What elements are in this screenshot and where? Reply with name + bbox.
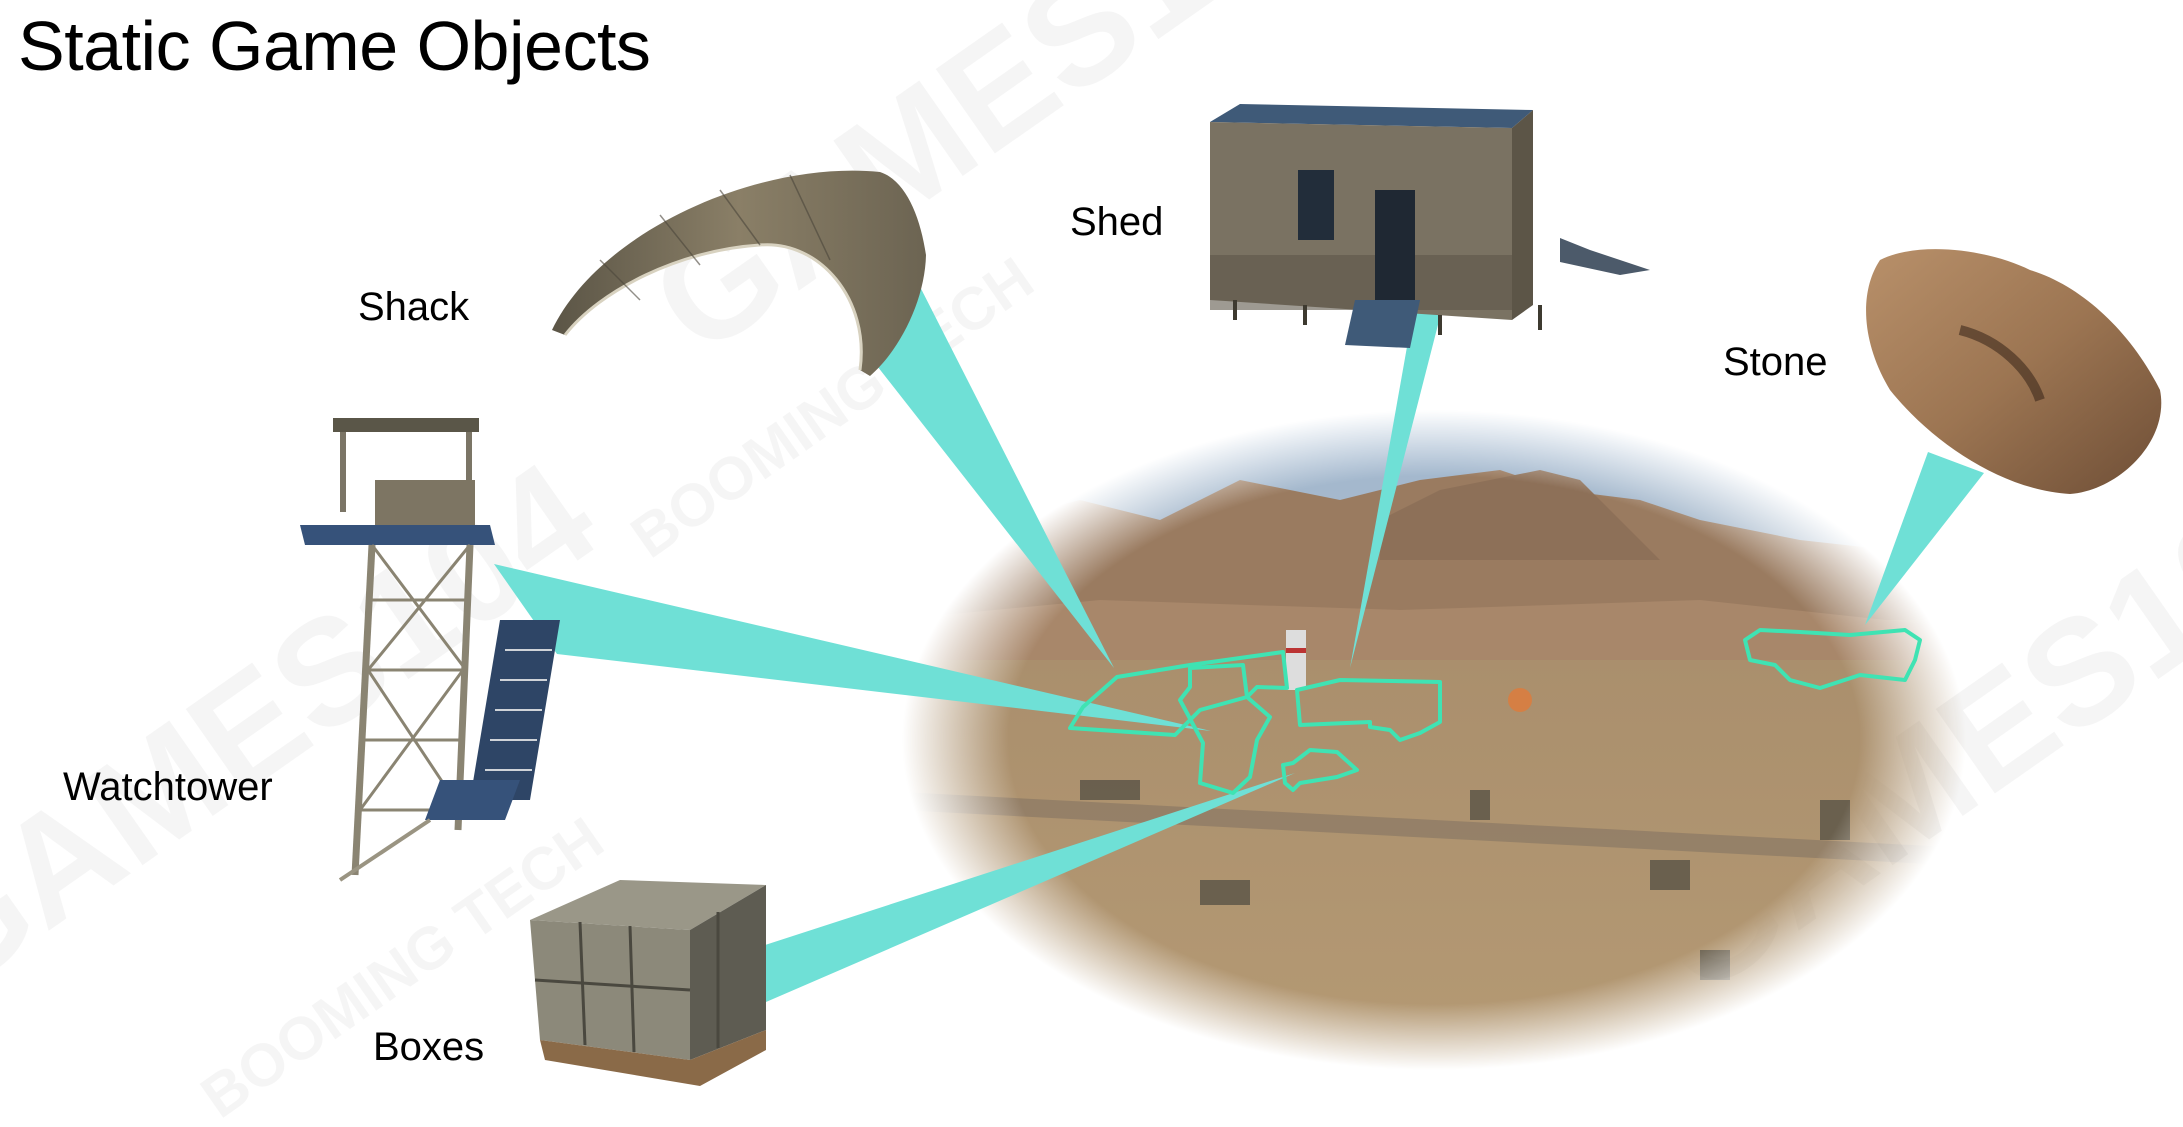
boxes-model: [530, 880, 766, 1086]
label-shack: Shack: [358, 285, 470, 329]
outline-stone: [1743, 628, 1922, 690]
outline-boxes: [1281, 748, 1359, 792]
label-watchtower: Watchtower: [63, 765, 273, 809]
shack-model: [552, 170, 926, 376]
beam-stone: [1865, 452, 1984, 625]
shed-model: [1210, 104, 1650, 348]
watchtower-model: [300, 418, 560, 882]
label-stone: Stone: [1723, 340, 1828, 384]
beam-boxes: [759, 773, 1295, 1002]
slide-title: Static Game Objects: [18, 7, 651, 85]
callout-beams: [494, 271, 1984, 1002]
game-scene-image: [890, 400, 1980, 1080]
outline-watchtower: [1178, 663, 1272, 795]
beam-shed: [1350, 313, 1441, 668]
label-shed: Shed: [1070, 200, 1164, 244]
label-boxes: Boxes: [373, 1025, 485, 1069]
beam-shack: [863, 271, 1114, 668]
stone-model: [1866, 249, 2162, 494]
beam-watchtower: [494, 564, 1211, 731]
outline-shed: [1295, 678, 1442, 742]
